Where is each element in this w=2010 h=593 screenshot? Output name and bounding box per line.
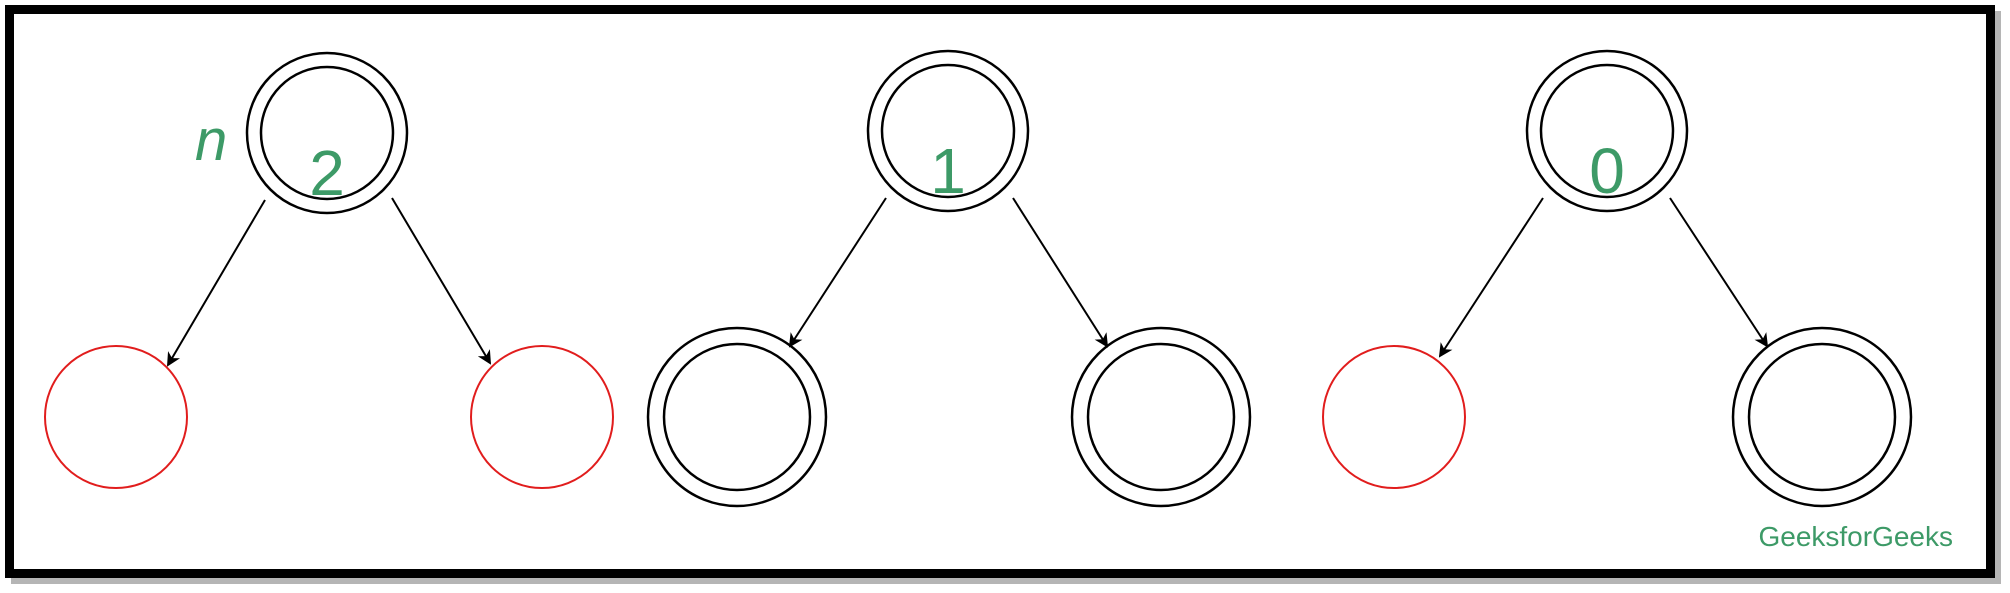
edge-left-3 (1438, 197, 1544, 358)
empty-child-right-1 (470, 345, 614, 489)
empty-child-left-3 (1322, 345, 1466, 489)
child-node-right-3 (1731, 326, 1913, 508)
root-node-1 (245, 51, 409, 215)
node-value-1: 2 (309, 137, 345, 209)
edge-right-3 (1669, 197, 1769, 348)
tree-1: n 2 (44, 51, 614, 489)
root-node-2 (866, 49, 1030, 213)
pointer-label: n (195, 108, 227, 173)
edge-left-1 (166, 199, 266, 367)
node-value-2: 1 (930, 135, 966, 207)
tree-3: 0 (1322, 49, 1913, 508)
edge-right-1 (391, 197, 492, 365)
empty-child-left-1 (44, 345, 188, 489)
root-node-3 (1525, 49, 1689, 213)
child-node-left-2 (646, 326, 828, 508)
edge-left-2 (788, 197, 887, 348)
tree-2: 1 (646, 49, 1252, 508)
node-value-3: 0 (1589, 135, 1625, 207)
child-node-right-2 (1070, 326, 1252, 508)
watermark: GeeksforGeeks (1758, 521, 1953, 552)
diagram-frame (5, 5, 1995, 578)
edge-right-2 (1012, 197, 1109, 348)
